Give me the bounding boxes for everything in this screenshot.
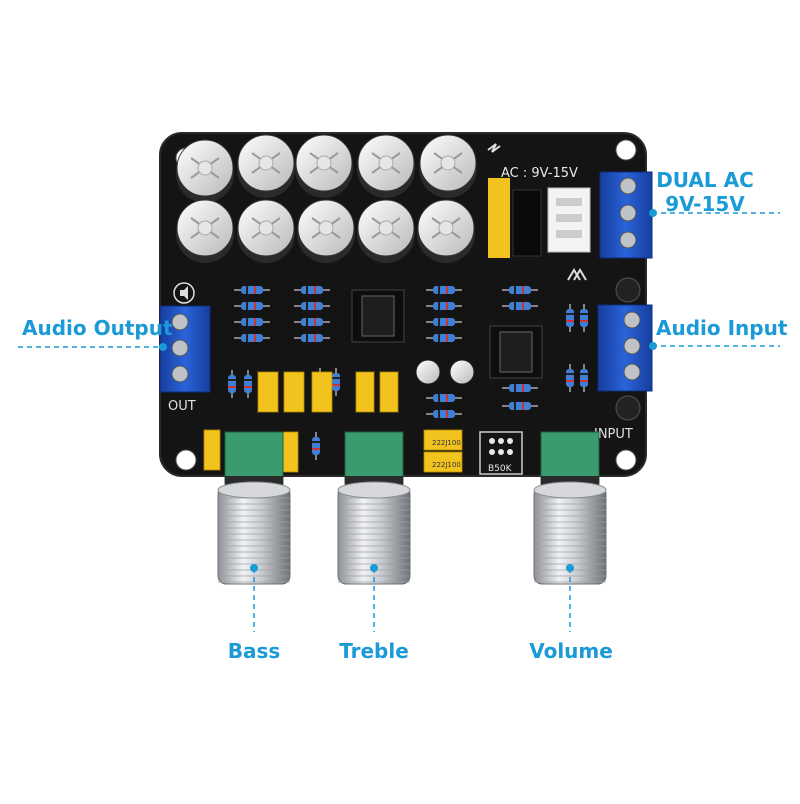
film-capacitors — [203, 371, 463, 473]
resistor — [234, 318, 270, 326]
input-marking: INPUT — [594, 427, 633, 442]
treble-label: Treble — [339, 639, 409, 663]
resistor — [294, 302, 330, 310]
electrolytic-capacitor — [295, 134, 353, 198]
mount-hole — [615, 139, 637, 161]
resistor — [502, 384, 538, 392]
op-amp-chip — [499, 331, 533, 373]
electrolytic-capacitor — [419, 134, 477, 198]
film-capacitor — [311, 371, 333, 413]
out-marking: OUT — [168, 399, 196, 414]
electrolytic-capacitor — [297, 199, 355, 263]
capacitor-marking: 222J100 — [432, 439, 461, 447]
connector-pin — [556, 230, 582, 238]
electrolytic-capacitor — [357, 134, 415, 198]
film-capacitor — [379, 371, 399, 413]
brand-mark-icon — [567, 268, 587, 281]
resistor — [502, 302, 538, 310]
electrolytic-capacitor — [237, 199, 295, 263]
resistor — [566, 364, 574, 392]
pin-header-outline — [479, 431, 523, 475]
connector-pin — [556, 198, 582, 206]
dual-ac-label: DUAL AC 9V-15V — [650, 170, 760, 214]
small-capacitor — [615, 395, 641, 421]
resistor — [294, 286, 330, 294]
electrolytic-capacitor — [176, 139, 234, 203]
dual-ac-label-line2: 9V-15V — [665, 192, 745, 216]
callout-dots — [159, 209, 657, 572]
small-capacitor — [615, 277, 641, 303]
film-capacitor — [488, 178, 510, 220]
electrolytic-capacitors — [176, 134, 477, 263]
resistor — [566, 304, 574, 332]
potentiometers — [217, 431, 607, 585]
potentiometer-knob — [533, 431, 607, 585]
dual-ac-label-line1: DUAL AC — [656, 168, 754, 192]
resistor — [234, 334, 270, 342]
mount-hole — [175, 449, 197, 471]
resistor — [294, 318, 330, 326]
ac-voltage-marking: AC : 9V-15V — [501, 166, 578, 181]
electrolytic-capacitor — [417, 199, 475, 263]
film-capacitor — [257, 371, 279, 413]
resistor — [426, 318, 462, 326]
resistor — [426, 394, 462, 402]
audio-output-terminal — [159, 305, 211, 393]
film-capacitor — [423, 451, 463, 473]
resistor — [502, 286, 538, 294]
film-capacitor — [203, 429, 221, 471]
film-capacitor — [355, 371, 375, 413]
dual-ac-terminal — [599, 171, 653, 259]
audio-input-label: Audio Input — [656, 316, 788, 340]
mount-hole — [615, 449, 637, 471]
resistor — [426, 334, 462, 342]
resistor — [244, 370, 252, 398]
resistor — [228, 370, 236, 398]
capacitor-marking: 222J100 — [432, 461, 461, 469]
resistor — [294, 334, 330, 342]
film-capacitor — [281, 431, 299, 473]
potentiometer-knob — [217, 431, 291, 585]
op-amp-chip — [361, 295, 395, 337]
volume-label: Volume — [529, 639, 613, 663]
small-capacitor — [415, 359, 441, 385]
film-capacitor — [283, 371, 305, 413]
pot-value-marking: B50K — [488, 464, 513, 474]
resistor — [426, 286, 462, 294]
resistor — [234, 286, 270, 294]
resistor — [426, 302, 462, 310]
audio-input-terminal — [597, 304, 653, 392]
potentiometer-knob — [337, 431, 411, 585]
logo-icon — [487, 143, 501, 153]
resistor — [502, 402, 538, 410]
bass-label: Bass — [227, 639, 281, 663]
small-capacitor — [449, 359, 475, 385]
resistor — [580, 304, 588, 332]
audio-output-label: Audio Output — [22, 316, 173, 340]
connector-pin — [556, 214, 582, 222]
resistor — [426, 410, 462, 418]
electrolytic-capacitor — [237, 134, 295, 198]
voltage-regulator — [512, 189, 542, 257]
resistor — [580, 364, 588, 392]
speaker-glyph-icon — [180, 286, 188, 300]
resistor — [312, 432, 320, 460]
electrolytic-capacitor — [357, 199, 415, 263]
pin-header — [489, 438, 513, 455]
resistor — [234, 302, 270, 310]
resistor — [332, 368, 340, 396]
electrolytic-capacitor — [176, 199, 234, 263]
callout-lines — [18, 212, 780, 632]
film-capacitor — [423, 429, 463, 451]
film-capacitor — [488, 220, 510, 258]
speaker-icon — [173, 282, 195, 304]
